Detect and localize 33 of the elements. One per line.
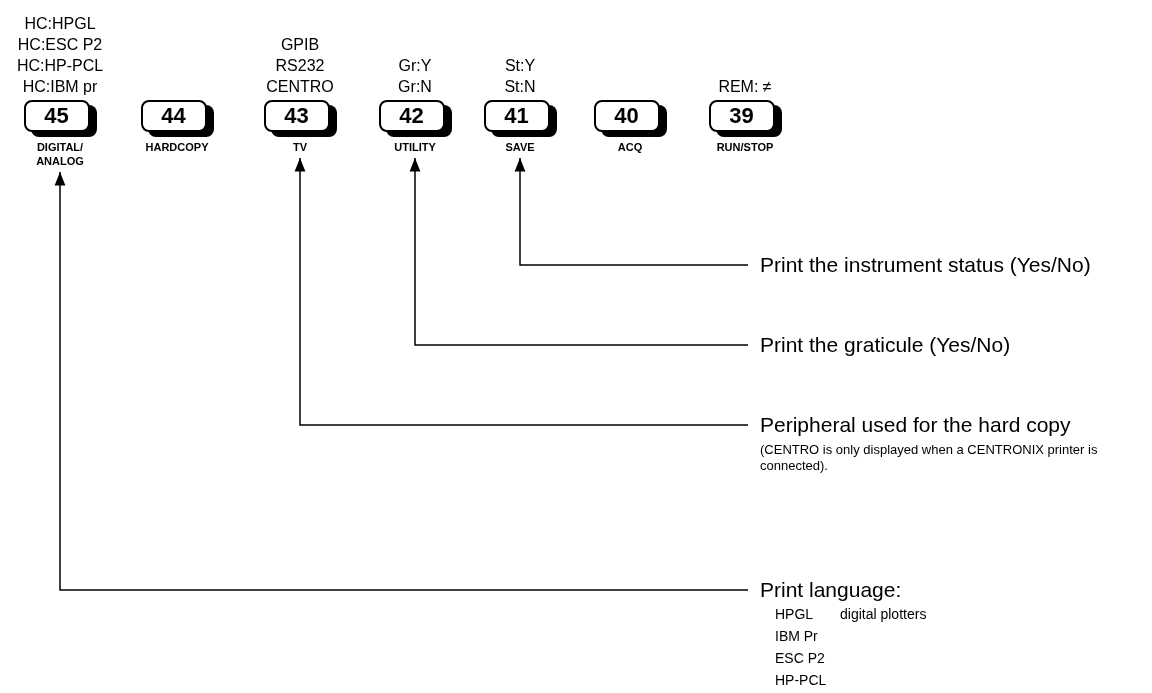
leader-arrow (294, 157, 749, 426)
option-label: Gr:N (398, 77, 432, 97)
description-text: Print the instrument status (Yes/No) (760, 252, 1092, 278)
leader-arrow (409, 157, 749, 346)
option-label: St:Y (504, 56, 536, 76)
key-name: TV (291, 140, 309, 154)
description-text: digital plotters (840, 606, 927, 622)
key-name: RUN/STOP (715, 140, 775, 154)
key-name: SAVE (504, 140, 536, 154)
option-label: CENTRO (266, 77, 334, 97)
description-text: Print language: (760, 577, 903, 603)
description-text: Peripheral used for the hard copy (760, 412, 1072, 438)
key-name: ACQ (616, 140, 644, 154)
key-name: HARDCOPY (144, 140, 210, 154)
key-name: DIGITAL/ ANALOG (35, 140, 85, 168)
leader-arrow (514, 157, 749, 266)
leader-arrow (54, 171, 749, 591)
option-label: RS232 (275, 56, 325, 76)
option-label: HC:HPGL (24, 14, 96, 34)
option-label: HC:HP-PCL (16, 56, 104, 76)
option-label: St:N (504, 77, 536, 97)
option-label: GPIB (280, 35, 320, 55)
language-name: HP-PCL (775, 672, 827, 688)
language-name: IBM Pr (775, 628, 818, 644)
note-text: (CENTRO is only displayed when a CENTRONIX printer is connected). (760, 442, 1099, 474)
language-name: HPGL (775, 606, 814, 622)
option-label: HC:ESC P2 (17, 35, 103, 55)
option-label: HC:IBM pr (22, 77, 98, 97)
option-label: REM: ≠ (718, 77, 772, 97)
option-label: Gr:Y (398, 56, 432, 76)
language-name: ESC P2 (775, 650, 825, 666)
description-text: Print the graticule (Yes/No) (760, 332, 1012, 358)
key-name: UTILITY (393, 140, 437, 154)
